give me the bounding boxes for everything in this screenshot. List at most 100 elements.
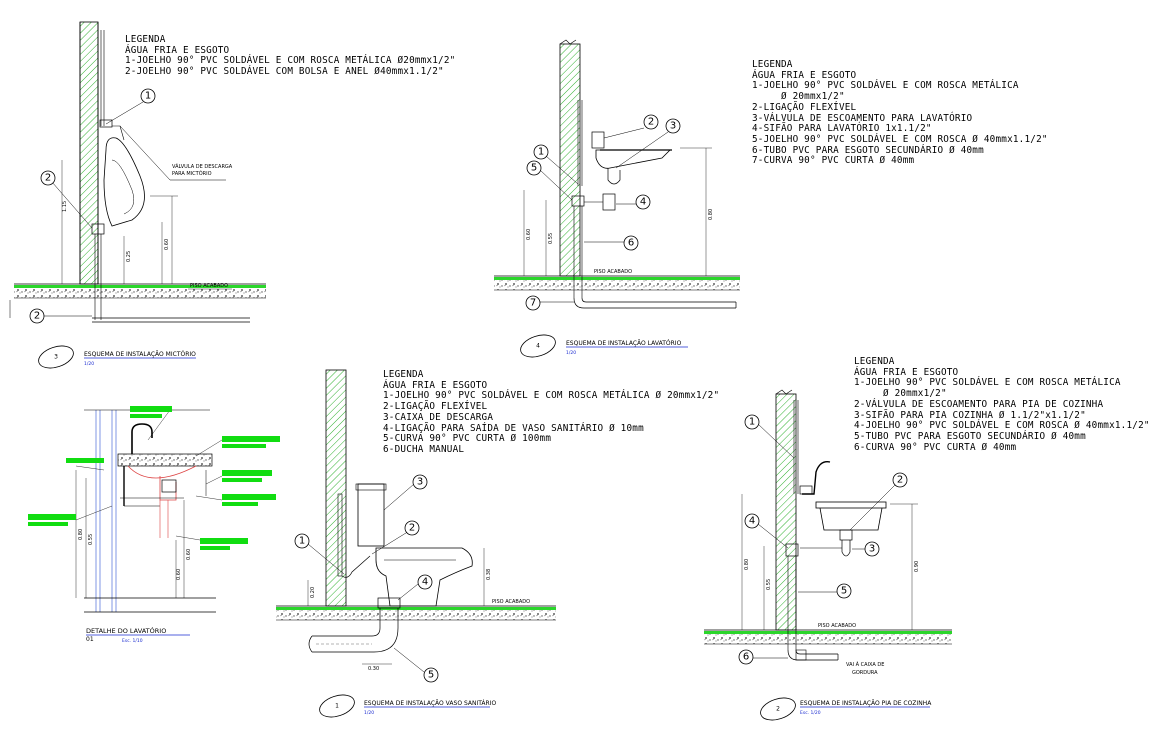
piso-label-2: PISO ACABADO bbox=[594, 269, 632, 275]
svg-text:0.60: 0.60 bbox=[186, 549, 192, 560]
title-detalhe: DETALHE DO LAVATÓRIO 01 Esc. 1/10 bbox=[86, 626, 190, 644]
svg-text:1/20: 1/20 bbox=[566, 350, 576, 356]
vaso-callouts: 1 2 3 4 5 bbox=[294, 474, 439, 683]
legend-title: LEGENDA bbox=[854, 356, 895, 367]
title-mictorio: 3 ESQUEMA DE INSTALAÇÃO MICTÓRIO 1/20 bbox=[38, 345, 196, 369]
legend-title: LEGENDA bbox=[125, 34, 166, 45]
detalhe-drawing: 0.80 0.55 0.60 0.60 bbox=[75, 409, 223, 613]
svg-text:2: 2 bbox=[34, 311, 40, 322]
legend-item: 1-JOELHO 90° PVC SOLDÁVEL E COM ROSCA ME… bbox=[383, 390, 720, 402]
svg-text:2: 2 bbox=[648, 117, 654, 128]
svg-text:6: 6 bbox=[628, 238, 634, 249]
svg-text:5: 5 bbox=[841, 586, 847, 597]
svg-text:0.80: 0.80 bbox=[78, 529, 84, 540]
svg-text:0.38: 0.38 bbox=[486, 569, 492, 580]
legend-subtitle: ÁGUA FRIA E ESGOTO bbox=[383, 379, 488, 391]
svg-text:6: 6 bbox=[743, 652, 749, 663]
svg-text:1: 1 bbox=[538, 147, 544, 158]
legend-item: 1-JOELHO 90° PVC SOLDÁVEL E COM ROSCA ME… bbox=[752, 80, 1019, 92]
svg-text:4: 4 bbox=[749, 516, 755, 527]
legend-item: 5-JOELHO 90° PVC SOLDÁVEL E COM ROSCA Ø … bbox=[752, 133, 1048, 145]
detalhe-green-labels bbox=[28, 406, 280, 550]
svg-text:Esc. 1/20: Esc. 1/20 bbox=[800, 710, 821, 716]
legend-item: 2-VÁLVULA DE ESCOAMENTO PARA PIA DE COZI… bbox=[854, 398, 1104, 410]
svg-text:3: 3 bbox=[54, 354, 58, 361]
legend-item: Ø 20mmx1/2" bbox=[854, 388, 947, 400]
svg-text:4: 4 bbox=[422, 577, 428, 588]
svg-text:5: 5 bbox=[531, 163, 537, 174]
legend-subtitle: ÁGUA FRIA E ESGOTO bbox=[125, 44, 230, 56]
svg-text:0.60: 0.60 bbox=[176, 569, 182, 580]
svg-text:1/20: 1/20 bbox=[84, 361, 94, 367]
svg-text:3: 3 bbox=[417, 477, 423, 488]
legend-item: 4-LIGAÇÃO PARA SAÍDA DE VASO SANITÁRIO Ø… bbox=[383, 422, 644, 434]
svg-text:0.60: 0.60 bbox=[526, 229, 532, 240]
svg-text:3: 3 bbox=[869, 544, 875, 555]
svg-text:DETALHE DO LAVATÓRIO: DETALHE DO LAVATÓRIO bbox=[86, 626, 166, 635]
svg-text:3: 3 bbox=[670, 121, 676, 132]
piso-label-4: PISO ACABADO bbox=[818, 623, 856, 629]
legend-subtitle: ÁGUA FRIA E ESGOTO bbox=[854, 366, 959, 378]
svg-text:ESQUEMA DE INSTALAÇÃO MICTÓRIO: ESQUEMA DE INSTALAÇÃO MICTÓRIO bbox=[84, 351, 196, 358]
svg-text:0.25: 0.25 bbox=[126, 251, 132, 262]
svg-text:Esc. 1/10: Esc. 1/10 bbox=[122, 638, 143, 644]
svg-text:0.80: 0.80 bbox=[708, 209, 714, 220]
legend-title: LEGENDA bbox=[383, 369, 424, 380]
legend-item: 3-CAIXA DE DESCARGA bbox=[383, 411, 494, 423]
legend-item: 5-TUBO PVC PARA ESGOTO SECUNDÁRIO Ø 40mm bbox=[854, 430, 1086, 442]
legend-item: 2-JOELHO 90° PVC SOLDÁVEL COM BOLSA E AN… bbox=[125, 66, 444, 78]
svg-text:1/20: 1/20 bbox=[364, 710, 374, 716]
svg-text:2: 2 bbox=[897, 475, 903, 486]
title-cozinha: 2 ESQUEMA DE INSTALAÇÃO PIA DE COZINHA E… bbox=[760, 697, 932, 721]
svg-text:5: 5 bbox=[428, 670, 434, 681]
piso-label-1: PISO ACABADO bbox=[190, 283, 228, 289]
svg-text:2: 2 bbox=[45, 173, 51, 184]
svg-text:0.80: 0.80 bbox=[744, 559, 750, 570]
legend-item: 3-SIFÃO PARA PIA COZINHA Ø 1.1/2"x1.1/2" bbox=[854, 409, 1086, 421]
svg-text:PARA MICTÓRIO: PARA MICTÓRIO bbox=[172, 170, 212, 177]
svg-text:1.15: 1.15 bbox=[62, 201, 68, 212]
legend-item: 1-JOELHO 90° PVC SOLDÁVEL E COM ROSCA ME… bbox=[854, 377, 1121, 389]
svg-text:4: 4 bbox=[640, 197, 646, 208]
legend-item: 6-DUCHA MANUAL bbox=[383, 443, 465, 455]
svg-text:0.30: 0.30 bbox=[368, 666, 379, 672]
svg-text:1: 1 bbox=[749, 417, 755, 428]
valvula-label: VÁLVULA DE DESCARGA bbox=[172, 163, 233, 170]
svg-text:1: 1 bbox=[299, 536, 305, 547]
svg-text:4: 4 bbox=[536, 343, 540, 350]
svg-text:0.90: 0.90 bbox=[914, 561, 920, 572]
vaso-drawing: 0.20 0.38 0.30 bbox=[276, 369, 556, 673]
title-lavatorio: 4 ESQUEMA DE INSTALAÇÃO LAVATÓRIO 1/20 bbox=[520, 334, 688, 358]
svg-text:0.55: 0.55 bbox=[88, 534, 94, 545]
mictorio-drawing: 1.15 0.60 0.25 bbox=[9, 21, 266, 323]
svg-text:0.55: 0.55 bbox=[548, 233, 554, 244]
svg-text:1: 1 bbox=[335, 703, 339, 710]
svg-text:ESQUEMA DE INSTALAÇÃO PIA DE C: ESQUEMA DE INSTALAÇÃO PIA DE COZINHA bbox=[800, 700, 932, 707]
title-vaso: 1 ESQUEMA DE INSTALAÇÃO VASO SANITÁRIO 1… bbox=[319, 694, 496, 718]
svg-text:GORDURA: GORDURA bbox=[852, 670, 878, 676]
svg-text:0.60: 0.60 bbox=[164, 239, 170, 250]
legend-item: 6-TUBO PVC PARA ESGOTO SECUNDÁRIO Ø 40mm bbox=[752, 144, 984, 156]
legend-item: 4-SIFÃO PARA LAVATÓRIO 1x1.1/2" bbox=[752, 123, 932, 135]
legend-title: LEGENDA bbox=[752, 59, 793, 70]
svg-text:01: 01 bbox=[86, 636, 94, 643]
svg-text:7: 7 bbox=[530, 298, 536, 309]
cozinha-callouts: 1 2 3 4 5 6 bbox=[738, 414, 908, 665]
legend-subtitle: ÁGUA FRIA E ESGOTO bbox=[752, 69, 857, 81]
svg-text:2: 2 bbox=[776, 706, 780, 713]
lavatorio-callouts: 1 5 2 3 4 6 7 bbox=[525, 114, 681, 311]
svg-text:0.20: 0.20 bbox=[310, 587, 316, 598]
lavatorio-drawing: 0.60 0.55 0.80 bbox=[494, 39, 740, 309]
svg-text:0.55: 0.55 bbox=[766, 579, 772, 590]
piso-label-3: PISO ACABADO bbox=[492, 599, 530, 605]
legend-item: 7-CURVA 90° PVC CURTA Ø 40mm bbox=[752, 155, 915, 167]
legend-item: 1-JOELHO 90° PVC SOLDÁVEL E COM ROSCA ME… bbox=[125, 55, 456, 67]
legend-item: 6-CURVA 90° PVC CURTA Ø 40mm bbox=[854, 441, 1017, 453]
svg-text:ESQUEMA DE INSTALAÇÃO LAVATÓRI: ESQUEMA DE INSTALAÇÃO LAVATÓRIO bbox=[566, 340, 682, 347]
vai-label: VAI À CAIXA DE bbox=[846, 661, 884, 668]
